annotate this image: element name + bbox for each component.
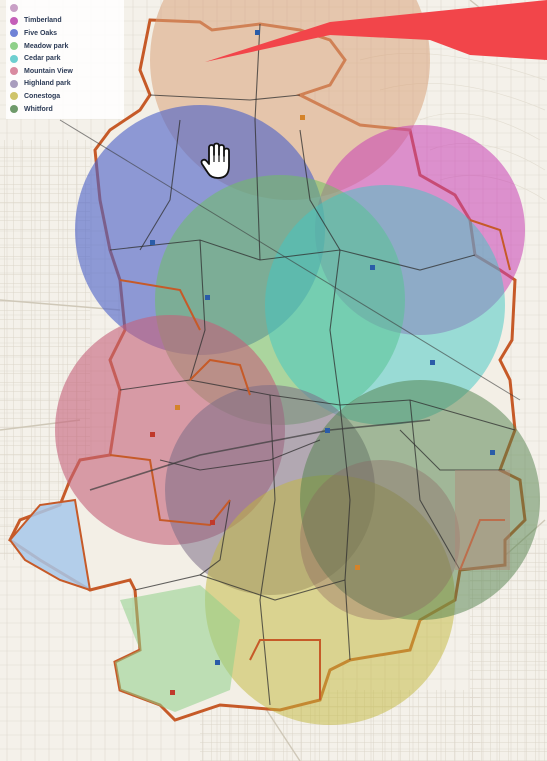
school-marker[interactable] (430, 360, 435, 365)
legend-label: Highland park (24, 80, 71, 88)
legend-label: Whitford (24, 105, 53, 113)
school-marker[interactable] (370, 265, 375, 270)
zone-mountain-view-south[interactable] (300, 460, 460, 620)
annex-southwest (115, 585, 240, 712)
legend-item[interactable]: Mountain View (10, 65, 120, 78)
legend-item[interactable]: Timberland (10, 15, 120, 28)
legend-swatch-icon (10, 54, 18, 63)
legend-swatch-icon (10, 67, 18, 76)
school-marker[interactable] (300, 115, 305, 120)
legend-swatch-icon (10, 29, 18, 38)
school-marker[interactable] (150, 240, 155, 245)
legend-label: Timberland (24, 17, 62, 25)
legend-item[interactable]: Whitford (10, 103, 120, 116)
legend-item[interactable]: Conestoga (10, 90, 120, 103)
legend-swatch-icon (10, 79, 18, 88)
school-marker[interactable] (215, 660, 220, 665)
school-markers (150, 30, 495, 695)
legend-item[interactable]: Cedar park (10, 52, 120, 65)
school-marker[interactable] (325, 428, 330, 433)
school-marker[interactable] (170, 690, 175, 695)
legend-swatch-icon (10, 42, 18, 51)
legend-label: Five Oaks (24, 29, 58, 37)
school-marker[interactable] (355, 565, 360, 570)
annex-west (8, 498, 92, 592)
legend-label: Conestoga (24, 92, 61, 100)
school-marker[interactable] (205, 295, 210, 300)
legend-item[interactable]: Meadow park (10, 40, 120, 53)
annex-east (455, 470, 510, 570)
legend-item[interactable]: Five Oaks (10, 27, 120, 40)
legend-label: Mountain View (24, 67, 73, 75)
inner-boundaries (109, 23, 516, 706)
legend-label: Cedar park (24, 55, 61, 63)
school-marker[interactable] (490, 450, 495, 455)
highway-line (89, 419, 431, 491)
legend-swatch-icon (10, 92, 18, 101)
legend-swatch-icon (10, 16, 18, 25)
legend-swatch-icon (10, 4, 18, 13)
legend-swatch-icon (10, 105, 18, 114)
transit-line (59, 119, 521, 401)
legend-label: Meadow park (24, 42, 69, 50)
hand-cursor-icon (200, 142, 230, 179)
school-marker[interactable] (175, 405, 180, 410)
school-marker[interactable] (210, 520, 215, 525)
legend-item[interactable] (10, 2, 120, 15)
legend-item[interactable]: Highland park (10, 78, 120, 91)
pointer-arrow (205, 0, 547, 62)
school-marker[interactable] (150, 432, 155, 437)
subdistrict-boundaries (109, 219, 511, 700)
zone-cedar-park[interactable] (265, 185, 505, 425)
school-marker[interactable] (255, 30, 260, 35)
